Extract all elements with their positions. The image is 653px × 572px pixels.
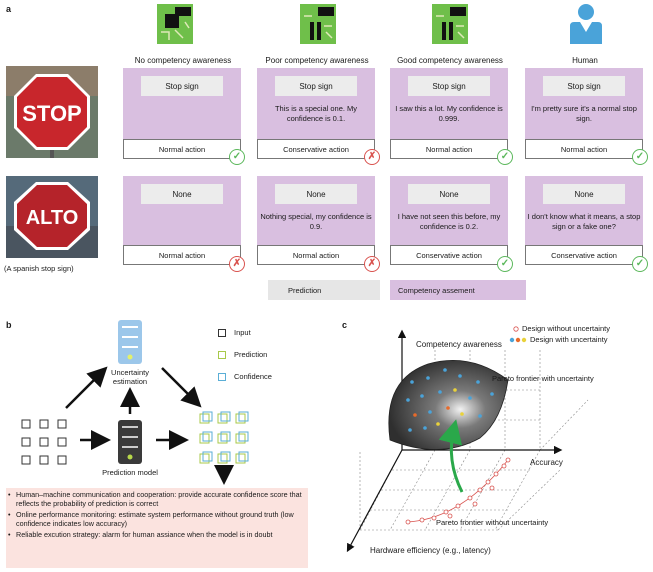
competency-card: Stop sign This is a special one. My conf… [257, 68, 375, 148]
competency-card: Stop sign I'm pretty sure it's a normal … [525, 68, 643, 148]
check-icon: ✓ [497, 256, 513, 272]
cross-icon: ✗ [229, 256, 245, 272]
frontier-with-label: Pareto frontier with uncertainty [492, 374, 594, 383]
prediction-box: None [408, 184, 490, 204]
legend-competency: Competency assement [390, 280, 526, 300]
axis-accuracy-label: Accuracy [530, 458, 563, 467]
confidence-message: This is a special one. My confidence is … [274, 104, 358, 123]
image-caption: (A spanish stop sign) [4, 264, 74, 273]
confidence-message: I don't know what it means, a stop sign … [527, 212, 641, 231]
action-box: Conservative action [525, 245, 643, 265]
chip-icon [300, 4, 336, 44]
column-header: Poor competency awareness [265, 56, 369, 65]
column-header: Good competency awareness [397, 56, 503, 65]
prediction-box: None [141, 184, 223, 204]
axis-hardware-label: Hardware efficiency (e.g., latency) [370, 546, 491, 555]
prediction-box: Stop sign [408, 76, 490, 96]
applications-box: Human–machine communication and cooperat… [6, 488, 308, 568]
prediction-swatch-icon [218, 350, 226, 359]
competency-card: None I have not seen this before, my con… [390, 176, 508, 256]
legend-without-marker [513, 326, 519, 332]
cross-icon: ✗ [364, 149, 380, 165]
competency-card: Stop sign I saw this a lot. My confidenc… [390, 68, 508, 148]
flow-arrows [65, 366, 234, 485]
action-box: Normal action [123, 139, 241, 159]
chip-icon [432, 4, 468, 44]
legend-input: Input [234, 328, 251, 337]
confidence-message: I'm pretty sure it's a normal stop sign. [531, 104, 637, 123]
human-icon [570, 4, 602, 44]
panel-c-label: c [342, 320, 348, 330]
confidence-message: I have not seen this before, my confiden… [397, 212, 501, 231]
competency-card: None I don't know what it means, a stop … [525, 176, 643, 256]
competency-card: None [123, 176, 241, 256]
uncertainty-server-icon [118, 320, 142, 364]
check-icon: ✓ [229, 149, 245, 165]
alto-sign-text: ALTO [26, 207, 79, 229]
input-swatch-icon [218, 328, 226, 337]
uncertainty-label: Uncertainty estimation [111, 368, 149, 386]
check-icon: ✓ [497, 149, 513, 165]
confidence-message: I saw this a lot. My confidence is 0.999… [395, 104, 503, 123]
panel-a-label: a [6, 4, 12, 14]
legend-with: Design with uncertainty [530, 335, 608, 344]
column-header: No competency awareness [134, 56, 232, 65]
check-icon: ✓ [632, 149, 648, 165]
action-box: Normal action [257, 245, 375, 265]
action-box: Normal action [525, 139, 643, 159]
cross-icon: ✗ [364, 256, 380, 272]
prediction-label: Prediction model [102, 468, 158, 477]
bullet-item: Reliable excution strategy: alarm for hu… [6, 530, 308, 539]
legend-prediction-b: Prediction [234, 350, 268, 359]
legend-without: Design without uncertainty [522, 324, 610, 333]
competency-card: Stop sign [123, 68, 241, 148]
input-grid [21, 419, 67, 465]
bullet-item: Online performance monitoring: estimate … [6, 510, 308, 528]
confidence-swatch-icon [218, 372, 226, 381]
confidence-message: Nothing special, my confidence is 0.9. [260, 212, 372, 231]
action-box: Conservative action [257, 139, 375, 159]
axis-competency-label: Competency awareness [416, 340, 502, 349]
prediction-server-icon [118, 420, 142, 464]
bullet-item: Human–machine communication and cooperat… [6, 490, 308, 508]
stop-sign-text: STOP [22, 101, 82, 126]
prediction-box: None [275, 184, 357, 204]
prediction-box: Stop sign [141, 76, 223, 96]
column-header: Human [572, 56, 598, 65]
prediction-box: Stop sign [543, 76, 625, 96]
legend-prediction: Prediction [268, 280, 380, 300]
panel-b-label: b [6, 320, 12, 330]
competency-card: None Nothing special, my confidence is 0… [257, 176, 375, 256]
prediction-box: None [543, 184, 625, 204]
output-grid [199, 411, 249, 464]
chip-icon [157, 4, 193, 44]
prediction-box: Stop sign [275, 76, 357, 96]
alto-sign-image: ALTO [6, 176, 98, 258]
pareto-3d-plot [346, 326, 589, 553]
check-icon: ✓ [632, 256, 648, 272]
stop-sign-image: STOP [6, 66, 98, 158]
frontier-without-label: Pareto frontier without uncertainty [436, 518, 549, 527]
action-box: Normal action [390, 139, 508, 159]
action-box: Normal action [123, 245, 241, 265]
action-box: Conservative action [390, 245, 508, 265]
legend-confidence: Confidence [234, 372, 272, 381]
